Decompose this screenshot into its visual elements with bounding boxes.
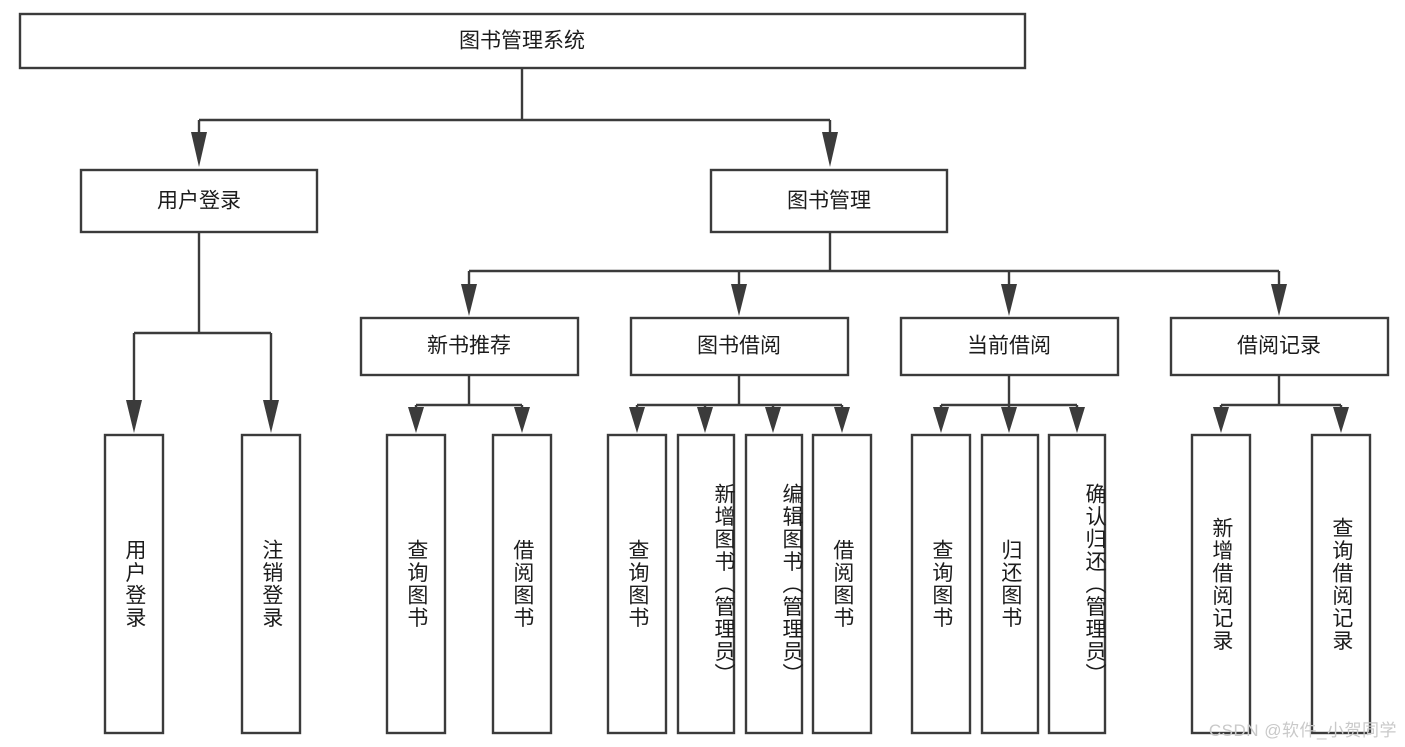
leaf-bb-edit-book[interactable] <box>744 433 804 735</box>
edge-group-new-book <box>408 375 530 433</box>
arrow-head-br-add-record <box>1213 407 1229 433</box>
arrow-head-cb-return-book <box>1001 407 1017 433</box>
leaf-bb-query-book[interactable] <box>606 433 668 735</box>
leaf-cb-confirm-return[interactable] <box>1047 433 1107 735</box>
arrow-head-nb-query-book <box>408 407 424 433</box>
arrow-head-borrow-record <box>1271 284 1287 316</box>
arrow-head-br-query-record <box>1333 407 1349 433</box>
arrow-head-book-mgmt <box>822 132 838 167</box>
edge-group-book-borrow <box>629 375 850 433</box>
node-new-book-recommend-label: 新书推荐 <box>427 335 511 358</box>
node-current-borrow-label: 当前借阅 <box>967 335 1051 358</box>
arrow-head-leaf-logout <box>263 400 279 433</box>
leaf-br-query-record[interactable] <box>1310 433 1372 735</box>
arrow-head-current-borrow <box>1001 284 1017 316</box>
node-root-label: 图书管理系统 <box>459 30 585 53</box>
node-book-borrow-label: 图书借阅 <box>697 335 781 358</box>
node-root[interactable] <box>18 12 1027 70</box>
arrow-head-user-login <box>191 132 207 167</box>
node-current-borrow[interactable] <box>899 316 1120 377</box>
edge-group-root <box>191 68 838 167</box>
csdn-watermark: CSDN @软件_小贺同学 <box>1208 721 1397 740</box>
arrow-head-bb-add-book <box>697 407 713 433</box>
leaf-nb-borrow-book[interactable] <box>491 433 553 735</box>
node-user-login-label: 用户登录 <box>157 190 241 213</box>
leaf-bb-borrow-book[interactable] <box>811 433 873 735</box>
leaf-br-add-record[interactable] <box>1190 433 1252 735</box>
node-book-management-label: 图书管理 <box>787 190 871 213</box>
arrow-head-bb-edit-book <box>765 407 781 433</box>
edge-group-current-borrow <box>933 375 1085 433</box>
arrow-head-bb-borrow-book <box>834 407 850 433</box>
node-user-login[interactable] <box>79 168 319 234</box>
arrow-head-cb-confirm-return <box>1069 407 1085 433</box>
leaf-logout[interactable] <box>240 433 302 735</box>
node-book-borrow[interactable] <box>629 316 850 377</box>
arrow-head-nb-borrow-book <box>514 407 530 433</box>
leaf-user-login[interactable] <box>103 433 165 735</box>
node-new-book-recommend[interactable] <box>359 316 580 377</box>
node-book-management[interactable] <box>709 168 949 234</box>
leaf-bb-add-book[interactable] <box>676 433 736 735</box>
edge-group-book-mgmt <box>461 232 1287 316</box>
leaf-nb-query-book[interactable] <box>385 433 447 735</box>
edge-group-borrow-record <box>1213 375 1349 433</box>
leaf-cb-return-book[interactable] <box>980 433 1040 735</box>
node-borrow-record-label: 借阅记录 <box>1237 335 1321 358</box>
arrow-head-book-borrow <box>731 284 747 316</box>
arrow-head-leaf-user-login <box>126 400 142 433</box>
arrow-head-bb-query-book <box>629 407 645 433</box>
leaf-cb-query-book[interactable] <box>910 433 972 735</box>
node-borrow-record[interactable] <box>1169 316 1390 377</box>
edge-group-user-login <box>126 232 279 433</box>
arrow-head-cb-query-book <box>933 407 949 433</box>
arrow-head-new-book <box>461 284 477 316</box>
